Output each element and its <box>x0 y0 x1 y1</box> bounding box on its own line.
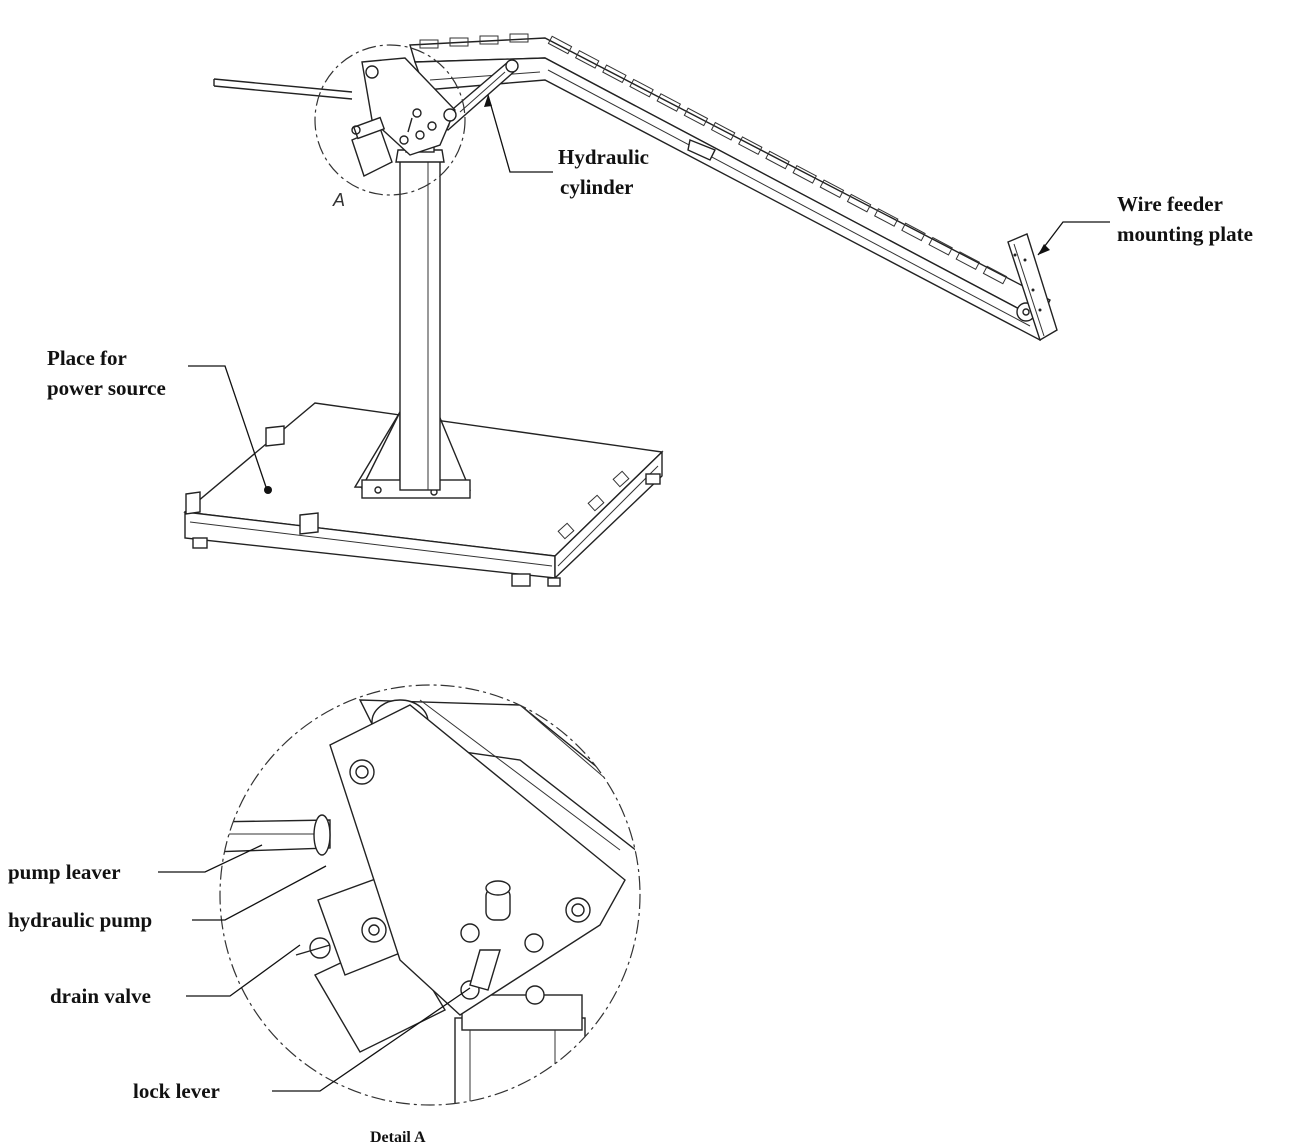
boom-slot <box>656 93 682 112</box>
label-hydraulic-cylinder-1: Hydraulic <box>558 145 649 169</box>
boom-slot <box>710 121 736 141</box>
label-hydraulic-pump: hydraulic pump <box>8 908 152 932</box>
detail-letter: A <box>332 190 345 210</box>
boom-slot <box>629 78 654 98</box>
leader-lines <box>158 94 1110 1092</box>
wire-feeder-plate <box>1007 233 1058 342</box>
boom-slot <box>574 50 600 69</box>
label-lock-lever: lock lever <box>133 1079 220 1103</box>
detail-a-view <box>219 684 641 1106</box>
label-drain-valve: drain valve <box>50 984 151 1008</box>
boom-slot <box>873 208 899 227</box>
mast <box>353 137 472 499</box>
boom-slot <box>765 150 790 170</box>
boom-slot <box>819 179 845 199</box>
detail-a-marker <box>314 44 466 196</box>
detail-caption: Detail A <box>370 1129 426 1146</box>
boom-slot <box>738 136 763 155</box>
boom-slot <box>928 236 953 256</box>
label-hydraulic-cylinder-2: cylinder <box>560 175 634 199</box>
pivot-head <box>213 57 457 177</box>
boom-slot <box>792 165 817 184</box>
boom-slot <box>955 251 981 270</box>
boom-slot <box>982 265 1008 285</box>
label-wire-feeder-2: mounting plate <box>1117 222 1253 246</box>
label-pump-leaver: pump leaver <box>8 860 121 884</box>
boom-arm <box>409 33 1051 342</box>
label-wire-feeder-1: Wire feeder <box>1117 192 1223 216</box>
boom-slot <box>547 35 573 55</box>
boom-slot <box>683 107 709 127</box>
label-power-source-2: power source <box>47 376 166 400</box>
boom-slot <box>846 193 872 213</box>
boom-slot <box>602 64 627 84</box>
boom-slot <box>901 222 926 242</box>
label-power-source-1: Place for <box>47 346 127 370</box>
